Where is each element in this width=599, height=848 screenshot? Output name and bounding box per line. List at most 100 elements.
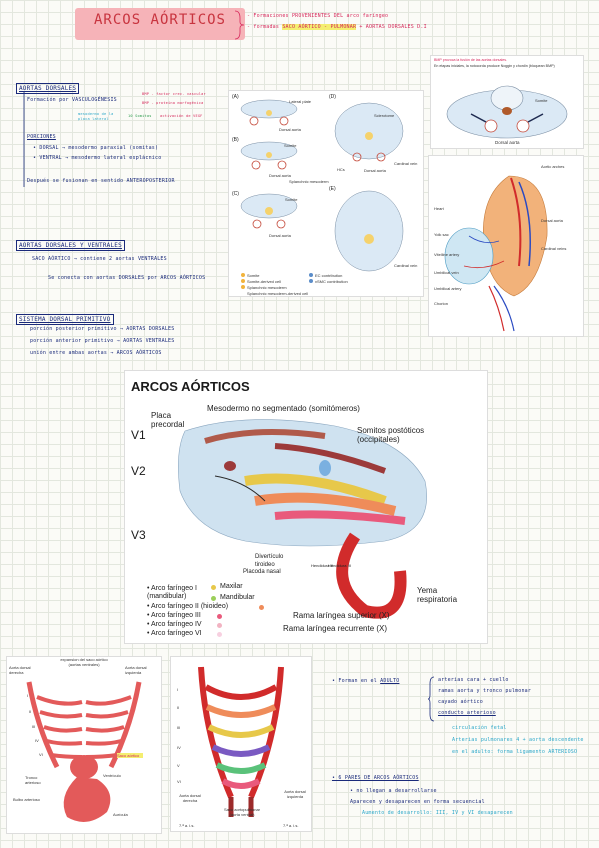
legend-arco-2: • Arco faríngeo II (hioideo) bbox=[147, 603, 229, 610]
legend-arco-4-swatch bbox=[217, 623, 222, 628]
panel-b-label: (B) bbox=[232, 137, 239, 143]
auricula-label: Aurícula bbox=[113, 812, 128, 817]
title-note-2: - formadas SACO AÓRTICO - PULMONAR + AOR… bbox=[247, 24, 427, 30]
v2-label: V2 bbox=[131, 464, 146, 478]
sistema-line-1: porción posterior primitivo → AORTAS DOR… bbox=[30, 326, 175, 332]
numeral-iii-bl: III bbox=[32, 724, 36, 729]
code-right: 7.ª a. i.s. bbox=[283, 823, 299, 828]
chorion-label: Chorion bbox=[434, 301, 449, 306]
aorta-izq-label-bm: Aorta dorsal izquierda bbox=[284, 789, 306, 799]
numeral-iii-bm: III bbox=[177, 725, 181, 730]
adulto-item-3: cayado aórtico bbox=[438, 699, 483, 705]
embryo-cross-sections-drawing bbox=[240, 99, 404, 289]
pares-line-2: Aparecen y desaparecen en forma secuenci… bbox=[350, 799, 485, 805]
arch-pairs-figure: I II III IV V VI Aorta dorsal derecha Ao… bbox=[170, 656, 312, 832]
yolk-sac-label: Yolk sac bbox=[434, 232, 449, 237]
adulto-item-4: conducto arterioso bbox=[438, 710, 496, 716]
hcs-label: HCs bbox=[337, 167, 345, 172]
panel-e-label: (E) bbox=[329, 186, 336, 192]
tronco-label: Tronco arterioso bbox=[25, 775, 41, 785]
somitos-label: Somitos postóticos (occipitales) bbox=[357, 426, 425, 444]
legend-arco-3: • Arco faríngeo III bbox=[147, 612, 201, 619]
dorsal-aorta-label-tr: Dorsal aorta bbox=[495, 140, 520, 145]
saco-aortico-drawing bbox=[26, 681, 142, 822]
umbilical-vein-label: Umbilical vein bbox=[434, 270, 459, 275]
adulto-item-1: arterias cara + cuello bbox=[438, 677, 509, 683]
somite-label-tr: Somite bbox=[535, 98, 548, 103]
bmp-note-4: activación de VEGF bbox=[160, 114, 203, 118]
code-left: 7.ª a. i.s. bbox=[179, 823, 195, 828]
legend-arco-4: • Arco faríngeo IV bbox=[147, 621, 202, 628]
sistema-line-2: porción anterior primitivo → AORTAS VENT… bbox=[30, 338, 175, 344]
numeral-iv-bm: IV bbox=[177, 745, 181, 750]
dorsal-aorta-label-b: Dorsal aorta bbox=[269, 173, 291, 178]
numeral-ii-bm: II bbox=[177, 705, 180, 710]
embryo-vessels-drawing bbox=[444, 175, 548, 332]
bmp-note-1: BMP - factor crec. vascular bbox=[142, 92, 206, 96]
v1-label: V1 bbox=[131, 428, 146, 442]
dorsal-aorta-label-a: Dorsal aorta bbox=[279, 127, 301, 132]
panel-a-label: (A) bbox=[232, 94, 239, 100]
numeral-i-bl: I bbox=[27, 693, 29, 698]
page-title: ARCOS AÓRTICOS bbox=[93, 12, 226, 28]
title-highlight bbox=[75, 8, 245, 40]
title-note-1: - Formaciones PROVENIENTES DEL arco farí… bbox=[247, 13, 389, 19]
formation-text: Formación por VASCULOGÉNESIS bbox=[27, 97, 117, 103]
cardinal-vein-label-e: Cardinal vein bbox=[394, 263, 418, 268]
legend-mandibular-swatch bbox=[211, 596, 216, 601]
conexion-text: Se conecta con aortas DORSALES por ARCOS… bbox=[48, 275, 206, 281]
fusion-text: Después se fusionan en sentido ANTEROPOS… bbox=[27, 178, 175, 184]
heart-label: Heart bbox=[434, 206, 444, 211]
rama-recurrente-label: Rama laríngea recurrente (X) bbox=[283, 624, 388, 633]
sistema-line-3: unión entre ambas aortas → ARCOS AÓRTICO… bbox=[30, 350, 162, 356]
pares-heading: • 6 PARES DE ARCOS AÓRTICOS bbox=[332, 775, 419, 781]
aorta-fusion-drawing bbox=[446, 85, 568, 139]
numeral-vi-bm: VI bbox=[177, 779, 181, 784]
numeral-ii-bl: II bbox=[29, 709, 32, 714]
main-aortic-arches-drawing bbox=[178, 419, 427, 619]
placa-precordal-label: Placa precordal bbox=[151, 411, 185, 429]
section1-line bbox=[23, 92, 25, 187]
somite-label-c: Somite bbox=[285, 197, 298, 202]
placoda-label: Placoda nasal bbox=[243, 569, 281, 575]
aortic-arches-label: Aortic arches bbox=[541, 164, 565, 169]
legend-splanchnic: Splanchnic mesoderm bbox=[247, 285, 287, 290]
cardinal-veins-label: Cardinal veins bbox=[541, 246, 567, 251]
legend-arco-1: • Arco faríngeo I (mandibular) bbox=[147, 585, 197, 600]
vitelline-label: Vitelline artery bbox=[434, 252, 460, 257]
bulbo-label: Bulbo arterioso bbox=[13, 797, 40, 802]
sclerotome-label: Sclerotome bbox=[374, 113, 395, 118]
legend-splanchnic-derived: Splanchnic mesoderm-derived cell bbox=[247, 291, 309, 296]
v3-label: V3 bbox=[131, 528, 146, 542]
adulto-item-2: ramas aorta y tronco pulmonar bbox=[438, 688, 532, 694]
hendidura-2-label: Hendidura II bbox=[311, 563, 333, 568]
diverticulo-label: Divertículo tiroideo bbox=[255, 554, 284, 568]
yema-label: Yema respiratoria bbox=[417, 586, 458, 604]
legend-maxilar: Maxilar bbox=[220, 583, 243, 590]
adulto-brace bbox=[428, 676, 435, 722]
portions-heading: PORCIONES bbox=[27, 134, 56, 140]
saco-label-bl: Saco aórtico bbox=[117, 753, 143, 758]
splanchnic-label: Splanchnic mesoderm bbox=[289, 179, 329, 184]
legend-ec: EC contribution bbox=[315, 273, 343, 278]
legend-arco-2-swatch bbox=[259, 605, 264, 610]
bmp-note-3: 10 Somitas bbox=[128, 114, 152, 118]
aortas-dv-heading: AORTAS DORSALES Y VENTRALES bbox=[16, 240, 125, 251]
lateral-plate-label: Lateral plate bbox=[289, 99, 312, 104]
aorta-der-label-bl: Aorta dorsal derecha bbox=[9, 665, 31, 675]
aortas-dorsales-heading: AORTAS DORSALES bbox=[16, 83, 80, 94]
legend-arco-6: • Arco faríngeo VI bbox=[147, 630, 202, 637]
aorta-fusion-figure: BMP provoca la fusión de las aortas dors… bbox=[430, 55, 584, 149]
mesoderm-note: mesodermo de la placa lateral bbox=[78, 112, 114, 121]
fusion-note-1: BMP provoca la fusión de las aortas dors… bbox=[434, 58, 508, 62]
adulto-cyan-3: en el adulto: forma ligamento ARTERIOSO bbox=[452, 749, 578, 755]
embryo-vessels-figure: Aortic arches Heart Yolk sac Vitelline a… bbox=[428, 155, 584, 337]
embryo-cross-sections-figure: (A) (B) (C) (D) (E) Lateral plate Dorsal… bbox=[228, 90, 424, 297]
numeral-i-bm: I bbox=[177, 687, 179, 692]
numeral-v-bm: V bbox=[177, 763, 180, 768]
bmp-note-2: BMP - proteína morfogénica bbox=[142, 101, 204, 105]
legend-somite: Somite bbox=[247, 273, 260, 278]
dorsal-aorta-label-c: Dorsal aorta bbox=[269, 233, 291, 238]
aorta-izq-label-bl: Aorta dorsal izquierda bbox=[125, 665, 147, 675]
main-figure-title: ARCOS AÓRTICOS bbox=[131, 379, 250, 394]
